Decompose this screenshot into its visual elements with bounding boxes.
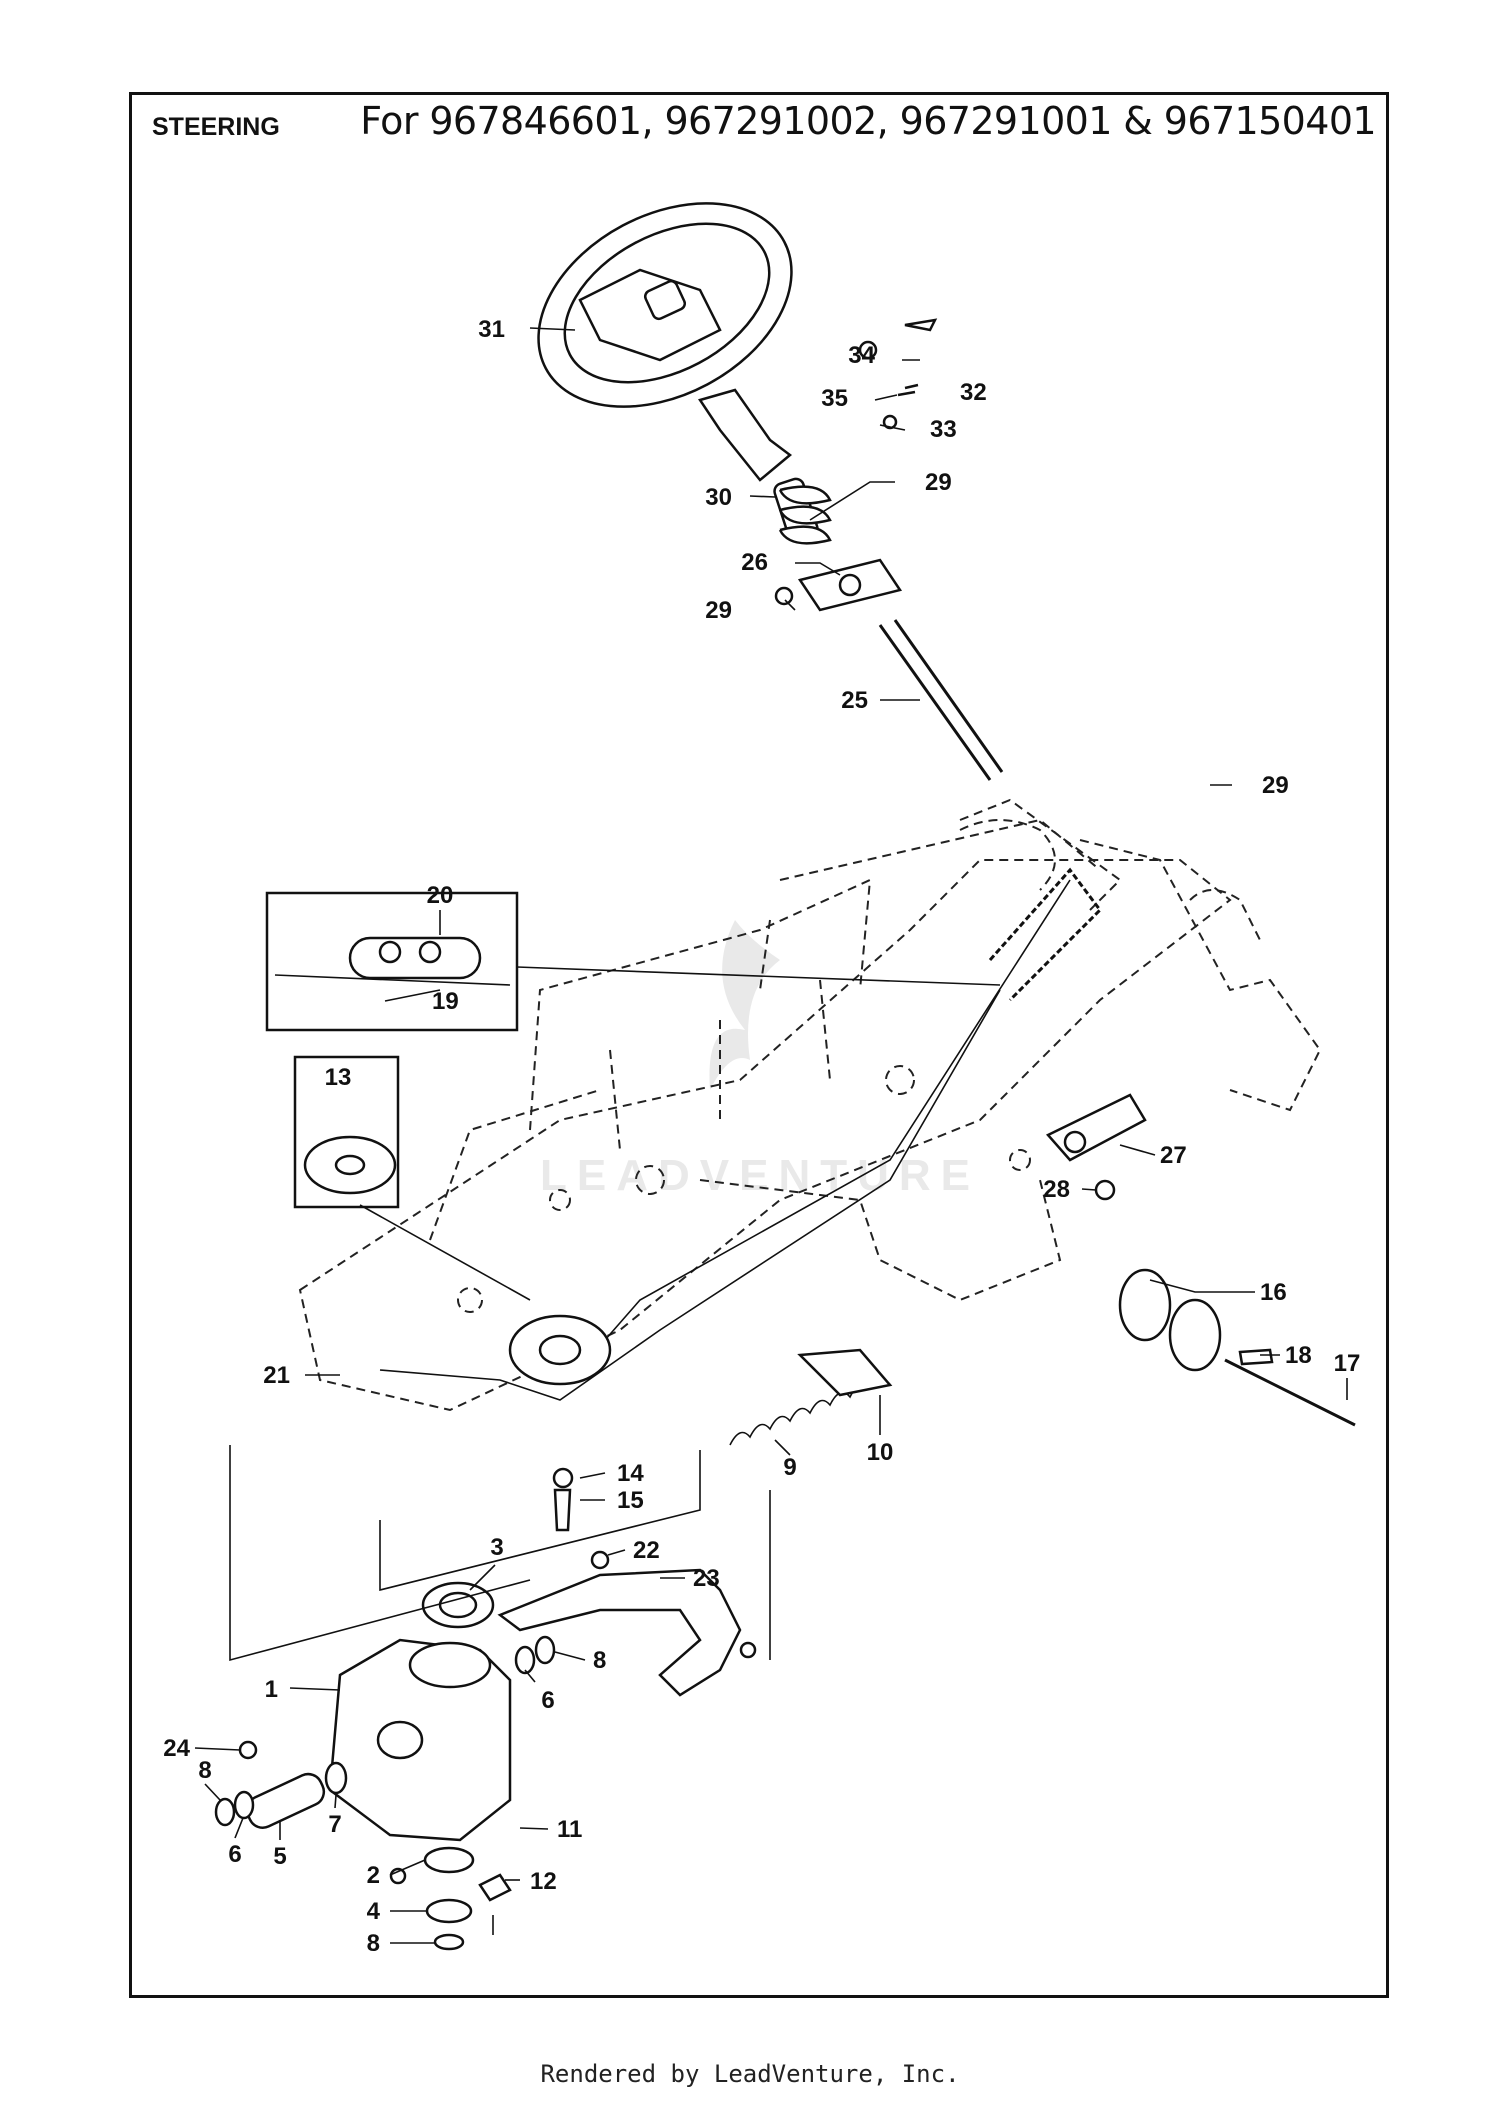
callout-15: 15 (617, 1487, 644, 1514)
callout-20: 20 (427, 882, 454, 909)
callout-18: 18 (1285, 1342, 1312, 1369)
steering-wheel (537, 202, 793, 482)
callout-26: 26 (741, 549, 768, 576)
steering-column-parts (773, 318, 1004, 781)
callout-3: 3 (490, 1534, 503, 1561)
callout-14: 14 (617, 1460, 644, 1487)
callout-10: 10 (867, 1439, 894, 1466)
inset-chain-link (265, 891, 1001, 1032)
callout-29-upper: 29 (925, 469, 952, 496)
steering-gearbox (214, 1467, 757, 1951)
callout-32: 32 (960, 379, 987, 406)
callout-29-right: 29 (1262, 772, 1289, 799)
callout-13: 13 (325, 1064, 352, 1091)
callout-34: 34 (848, 342, 875, 369)
callout-17: 17 (1334, 1350, 1361, 1377)
watermark-logo-icon (709, 920, 780, 1090)
watermark-text: LEADVENTURE (540, 1151, 980, 1200)
callout-24: 24 (163, 1735, 190, 1762)
callout-23: 23 (693, 1565, 720, 1592)
diagram-frame: STEERING For 967846601, 967291002, 96729… (129, 92, 1389, 1998)
mower-frame-outline (298, 798, 1322, 1412)
callout-30: 30 (705, 484, 732, 511)
inset-pulley (293, 1055, 531, 1301)
callout-8-left: 8 (198, 1757, 211, 1784)
callout-2: 2 (367, 1862, 380, 1889)
model-numbers: For 967846601, 967291002, 967291001 & 96… (360, 99, 1376, 143)
front-wheels (1118, 1268, 1356, 1427)
callout-11: 11 (557, 1816, 582, 1843)
spring-and-bracket (729, 1348, 893, 1446)
callout-19: 19 (432, 988, 459, 1015)
callout-29-mid: 29 (705, 597, 732, 624)
callout-27: 27 (1160, 1142, 1187, 1169)
callout-4: 4 (367, 1898, 381, 1925)
callout-21: 21 (263, 1362, 290, 1389)
callout-25: 25 (841, 687, 868, 714)
callout-labels: 31 34 35 32 33 30 29 26 29 25 29 20 19 1… (163, 316, 1360, 1957)
callout-8-bottom: 8 (367, 1930, 380, 1957)
callout-7: 7 (328, 1811, 341, 1838)
callout-35: 35 (821, 385, 848, 412)
callout-31: 31 (478, 316, 505, 343)
callout-6-lower: 6 (228, 1841, 241, 1868)
idler-pulley (508, 1314, 612, 1386)
callout-8-upper: 8 (593, 1647, 606, 1674)
leader-lines (194, 327, 1348, 1944)
section-title: STEERING (152, 113, 280, 141)
callout-12: 12 (530, 1868, 557, 1895)
callout-33: 33 (930, 416, 957, 443)
callout-5: 5 (273, 1843, 286, 1870)
callout-9: 9 (783, 1454, 796, 1481)
callout-28: 28 (1043, 1176, 1070, 1203)
callout-16: 16 (1260, 1279, 1287, 1306)
callout-1: 1 (265, 1676, 278, 1703)
mount-bracket (1045, 1093, 1147, 1201)
callout-6-upper: 6 (541, 1687, 554, 1714)
callout-22: 22 (633, 1537, 660, 1564)
footer-credit: Rendered by LeadVenture, Inc. (540, 2060, 960, 2088)
